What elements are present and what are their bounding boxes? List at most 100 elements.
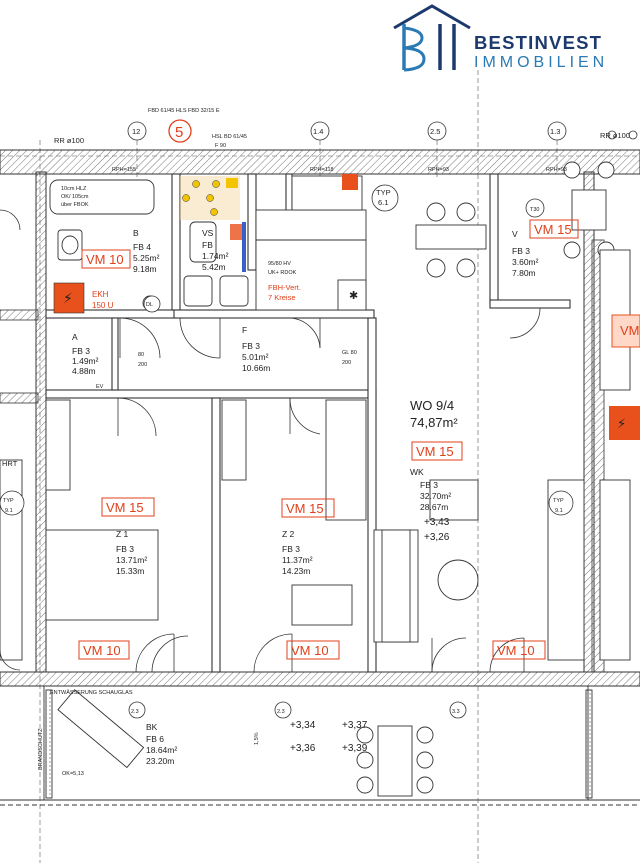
room-v-vm: VM 15	[534, 222, 572, 237]
room-vs-fb: FB	[202, 240, 213, 250]
dining-set-top	[415, 202, 487, 278]
lightning-icon: ⚡	[63, 291, 73, 307]
furniture	[0, 249, 631, 661]
typ-left-value: 9.1	[5, 508, 13, 514]
kitchen-counter	[255, 175, 367, 311]
room-v-letter: V	[512, 229, 518, 239]
room-a-perimeter: 4.88m	[72, 366, 96, 376]
room-b-perimeter: 9.18m	[133, 264, 157, 274]
room-bk: BK FB 6 18.64m² 23.20m +3,34 +3,37 +3,36…	[146, 720, 368, 766]
typ-value: 6.1	[378, 198, 388, 207]
axis-14-label: 1.4	[313, 127, 323, 136]
ekh-label: EKH	[92, 290, 109, 299]
interior-walls	[45, 173, 571, 673]
door-width-label: 80	[138, 352, 144, 358]
room-b-fb: FB 4	[133, 242, 151, 252]
gl-height: 200	[342, 360, 351, 366]
room-z2-vm: VM 15	[286, 501, 324, 516]
room-z2-fb: FB 3	[282, 544, 300, 554]
room-z2-perimeter: 14.23m	[282, 566, 310, 576]
room-vs-letter: VS	[202, 228, 214, 238]
room-vs-area: 1.74m²	[202, 251, 229, 261]
gl-label: GL 80	[342, 350, 357, 356]
room-bk-letter: BK	[146, 722, 158, 732]
apartment-name: WO 9/4	[410, 398, 454, 413]
axis-13-label: 1.3	[550, 127, 560, 136]
door-height-label: 200	[138, 362, 147, 368]
ok-label: OK/ 105cm	[61, 194, 89, 200]
ekh-value: 150 U	[92, 301, 114, 310]
vm-right: VM 1	[620, 323, 640, 338]
room-vs: VS FB 1.74m² 5.42m	[202, 228, 229, 272]
room-z1-vm: VM 15	[106, 500, 144, 515]
dl-label: DL	[146, 302, 153, 308]
room-f-letter: F	[242, 325, 247, 335]
room-v-perimeter: 7.80m	[512, 268, 536, 278]
room-a-area: 1.49m²	[72, 356, 99, 366]
room-z1: VM 15 Z 1 FB 3 13.71m² 15.33m	[101, 497, 155, 576]
room-wk-vm: VM 15	[416, 444, 454, 459]
room-z2: VM 15 Z 2 FB 3 11.37m² 14.23m	[281, 498, 335, 576]
room-wk-level2: +3,26	[424, 532, 450, 543]
axis-25-label: 2.5	[430, 127, 440, 136]
room-z2-area: 11.37m²	[282, 555, 313, 565]
cooktop-symbol: ✱	[349, 290, 358, 302]
vm10-z2: VM 10	[291, 643, 329, 658]
room-b-letter: B	[133, 228, 139, 238]
room-wk-fb: FB 3	[420, 480, 438, 490]
brand-name: BESTINVEST	[474, 32, 603, 53]
vm10-z1: VM 10	[83, 643, 121, 658]
bathroom-fixtures	[49, 179, 249, 311]
room-v: V FB 3 3.60m² 7.80m VM 15	[512, 219, 579, 278]
room-wk-letter: WK	[410, 467, 424, 477]
room-bk-level4: +3,39	[342, 743, 368, 754]
rph93b-label: RPH=93	[546, 167, 567, 173]
room-bk-perimeter: 23.20m	[146, 756, 174, 766]
room-b-area: 5.25m²	[133, 253, 160, 263]
room-v-area: 3.60m²	[512, 257, 539, 267]
room-f: F FB 3 5.01m² 10.66m	[242, 325, 270, 373]
room-wk-area: 32.70m²	[420, 491, 451, 501]
hv-label: 95/80 HV	[268, 261, 291, 267]
fbd-label: FBD 61/45 HLS FBD 32/15 E	[148, 108, 220, 114]
f90-label: F 90	[215, 143, 226, 149]
t30-label: T30	[530, 207, 539, 213]
lightning-icon-right: ⚡	[617, 417, 626, 432]
room-z1-fb: FB 3	[116, 544, 134, 554]
rr-left-label: RR ø100	[54, 136, 84, 145]
house-logo-icon	[393, 4, 471, 72]
typ-label: TYP	[376, 188, 391, 197]
top-annotations: RR ø100 RR ø100 12 1.4 2.5 1.3 5 FBD 61/…	[54, 108, 630, 207]
room-vs-perimeter: 5.42m	[202, 262, 226, 272]
fbok-label: über FBOK	[61, 202, 89, 208]
room-bk-level1: +3,34	[290, 720, 316, 731]
room-z1-letter: Z 1	[116, 529, 129, 539]
room-bk-level2: +3,37	[342, 720, 368, 731]
room-f-fb: FB 3	[242, 341, 260, 351]
schauglas-label: ENTWÄSSERUNG SCHAUGLAS	[50, 689, 133, 696]
brand-subtitle: IMMOBILIEN	[474, 54, 609, 71]
room-f-area: 5.01m²	[242, 352, 269, 362]
balcony-outline	[0, 685, 640, 806]
slope-label: 1,5%	[254, 732, 260, 745]
room-z2-letter: Z 2	[282, 529, 295, 539]
room-b: B FB 4 5.25m² 9.18m VM 10	[81, 228, 160, 274]
room-wk-level1: +3,43	[424, 517, 450, 528]
typ-right-value: 9.1	[555, 508, 563, 514]
ok513-label: OK=5,13	[62, 771, 84, 777]
room-wk-perimeter: 28.67m	[420, 502, 448, 512]
axis-33-label: 3.3	[452, 709, 460, 715]
room-z1-area: 13.71m²	[116, 555, 147, 565]
vm10-wk: VM 10	[497, 643, 535, 658]
electric-markers: ⚡ ⚡	[53, 174, 640, 440]
room-z1-perimeter: 15.33m	[116, 566, 144, 576]
axis-markers	[0, 119, 638, 719]
room-bk-level3: +3,36	[290, 743, 316, 754]
room-a: A FB 3 1.49m² 4.88m	[72, 332, 99, 376]
brandschutz-label: BRANDSCHUTZ	[38, 728, 44, 770]
sun-lounger	[57, 689, 145, 769]
room-b-vm: VM 10	[86, 252, 124, 267]
ev-label: EV	[96, 384, 104, 390]
doors	[0, 209, 541, 673]
